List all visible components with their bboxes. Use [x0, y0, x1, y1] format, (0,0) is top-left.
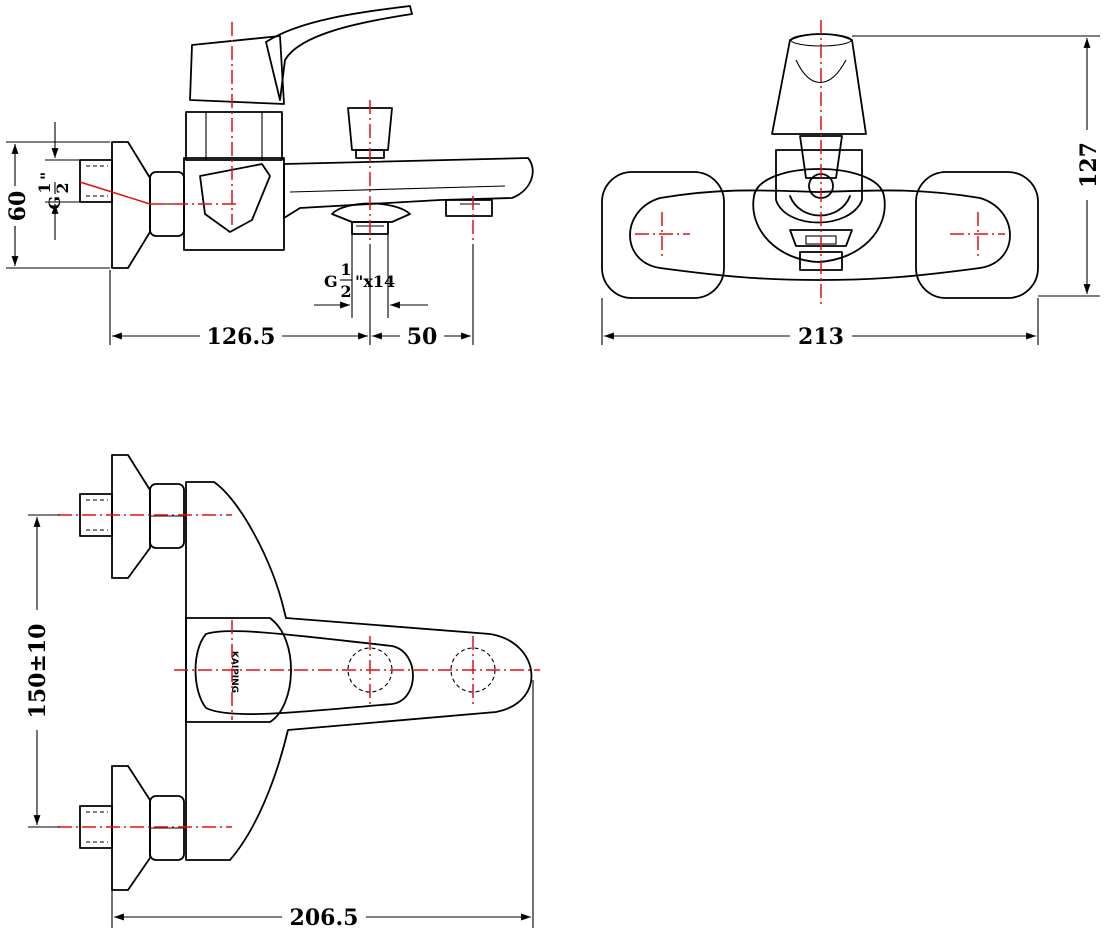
dim-outlet-thread: G 1 2 "x14 [324, 260, 395, 301]
dim-height-127: 127 [1076, 142, 1102, 188]
dim-centers-150: 150±10 [25, 624, 51, 719]
top-view: KAIPING 150±10 206.5 [25, 454, 540, 931]
left-flange [601, 171, 725, 299]
front-view: 213 127 [601, 20, 1102, 350]
dim-length-126-5: 126.5 [207, 324, 276, 350]
dim-spout-50: 50 [407, 324, 438, 350]
svg-text:1: 1 [340, 260, 351, 279]
lever-cap [189, 35, 285, 105]
dim-inlet-frac-den: 2 [53, 182, 72, 193]
dim-width-213: 213 [798, 324, 844, 350]
svg-text:"x14: "x14 [355, 272, 395, 291]
side-view: 60 G 1 2 " G 1 2 "x14 126.5 [4, 5, 534, 350]
inlet-pipe [79, 159, 113, 203]
dim-inlet-frac-num: 1 [35, 182, 54, 193]
dim-depth-206-5: 206.5 [290, 905, 359, 931]
upper-flange [111, 454, 151, 579]
handle-front [771, 33, 867, 135]
dim-height-60: 60 [5, 191, 31, 222]
lever-handle [265, 5, 413, 101]
lever-top [194, 630, 414, 716]
brand-logo: KAIPING [229, 651, 239, 693]
right-flange [915, 171, 1039, 299]
hose-outlet [331, 202, 411, 223]
lever-recess [185, 617, 292, 723]
svg-text:G: G [324, 272, 338, 291]
diverter-knob [347, 107, 393, 151]
aerator [445, 199, 493, 217]
dim-inlet-quote: " [37, 172, 56, 180]
body-top [185, 481, 533, 861]
wall-flange [111, 141, 151, 269]
lower-flange [111, 765, 151, 891]
body-bar [629, 189, 1011, 281]
dim-inlet-thread: G [45, 196, 64, 210]
cartridge-collar [185, 111, 283, 161]
svg-text:2: 2 [340, 282, 351, 301]
spout [283, 157, 534, 219]
